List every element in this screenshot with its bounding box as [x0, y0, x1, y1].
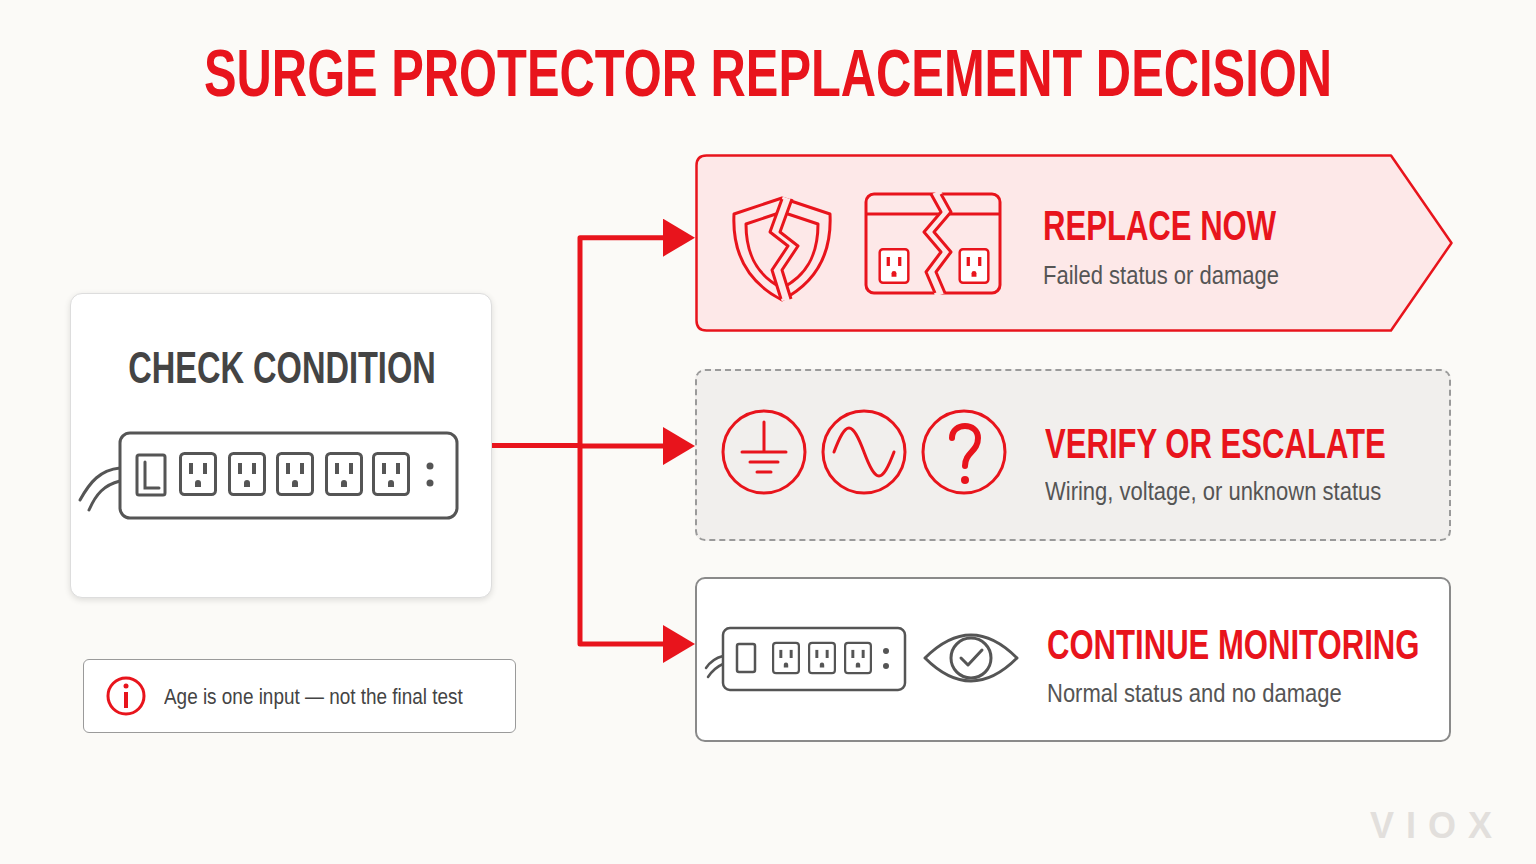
arrow-box-outline — [697, 156, 1452, 331]
verify-box: VERIFY OR ESCALATE Wiring, voltage, or un… — [695, 369, 1451, 541]
outcome-heading: CONTINUE MONITORING — [1047, 624, 1419, 666]
note-text: Age is one input — not the final test — [164, 686, 463, 708]
watermark: VIOX — [1370, 808, 1504, 844]
note-box: Age is one input — not the final test — [83, 659, 516, 733]
box-heading: CHECK CONDITION — [126, 346, 438, 390]
outcome-description: Failed status or damage — [1043, 263, 1279, 288]
flow-arrow — [492, 238, 685, 446]
flow-arrow — [492, 446, 685, 644]
outcome-description: Wiring, voltage, or unknown status — [1045, 479, 1381, 504]
flow-arrow — [492, 443, 685, 449]
outcome-heading: VERIFY OR ESCALATE — [1045, 423, 1386, 465]
replace-arrow-box: REPLACE NOW Failed status or damage — [695, 154, 1453, 332]
diagram-title: SURGE PROTECTOR REPLACEMENT DECISION — [200, 40, 1337, 106]
check-box: CHECK CONDITION — [70, 293, 492, 598]
outcome-description: Normal status and no damage — [1047, 681, 1342, 706]
outcome-heading: REPLACE NOW — [1043, 205, 1276, 247]
monitor-box: CONTINUE MONITORING Normal status and no … — [695, 577, 1451, 742]
